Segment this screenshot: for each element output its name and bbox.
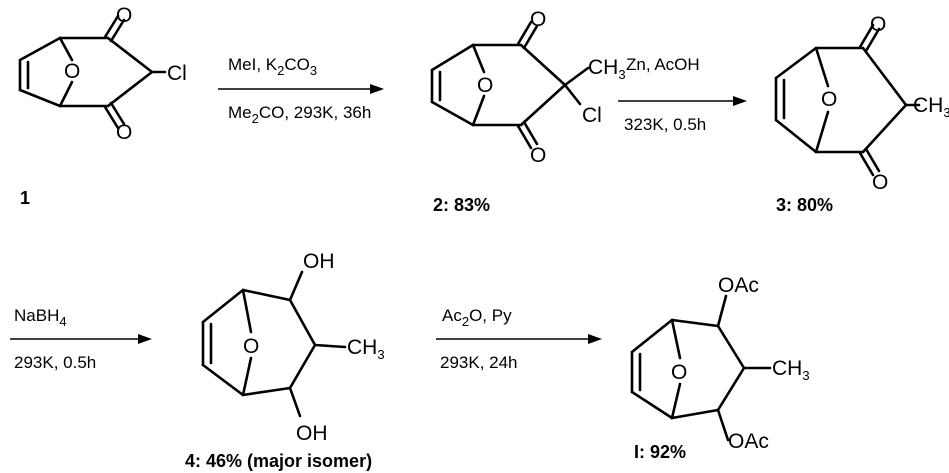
step-3-arrow-head (138, 334, 152, 344)
compound-1-carbonyl-oxygen-top: O (116, 4, 132, 27)
reaction-step-3: NaBH4 293K, 0.5h (10, 306, 152, 372)
compound-3-label: 3: 80% (776, 195, 833, 215)
compound-1-carbonyl-oxygen-bottom: O (116, 121, 132, 144)
compound-2-bridge-oxygen: O (477, 74, 493, 97)
step-4-arrow-head (588, 334, 602, 344)
compound-3-bridge-oxygen: O (821, 88, 837, 111)
step-2-reagents: Zn, AcOH (626, 55, 700, 74)
compound-3-bonds (774, 23, 921, 177)
compound-2-label: 2: 83% (433, 195, 490, 215)
reaction-step-1: MeI, K2CO3 Me2CO, 293K, 36h (218, 55, 384, 126)
compound-4-hydroxyl-top: OH (303, 250, 335, 273)
compound-I-bonds (630, 294, 772, 442)
compound-4: O OH OH CH3 4: 46% (major isomer) (185, 250, 385, 471)
compound-1-bridge-oxygen: O (64, 60, 80, 83)
compound-3-carbonyl-oxygen-top: O (870, 13, 886, 36)
compound-2-carbonyl-oxygen-top: O (530, 8, 546, 31)
step-2-arrow-head (733, 96, 747, 106)
reaction-step-4: Ac2O, Py 293K, 24h (436, 306, 602, 372)
step-4-reagents: Ac2O, Py (442, 306, 512, 329)
step-1-arrow-head (370, 84, 384, 94)
compound-2-methyl: CH3 (588, 56, 626, 82)
compound-2-bonds (430, 20, 590, 150)
step-1-reagents: MeI, K2CO3 (228, 55, 317, 78)
step-3-reagents: NaBH4 (14, 306, 67, 329)
compound-1-chlorine: Cl (167, 62, 187, 85)
compound-1-bonds (18, 14, 167, 130)
step-3-conditions: 293K, 0.5h (14, 353, 96, 372)
reaction-step-2: Zn, AcOH 323K, 0.5h (618, 55, 747, 134)
compound-4-bonds (201, 270, 347, 418)
compound-1-label: 1 (20, 188, 30, 208)
step-2-conditions: 323K, 0.5h (624, 115, 706, 134)
compound-I-acetate-bottom: OAc (728, 430, 769, 453)
compound-4-bridge-oxygen: O (243, 335, 259, 358)
compound-4-label: 4: 46% (major isomer) (185, 451, 372, 471)
compound-I: O OAc OAc CH3 I: 92% (630, 274, 810, 462)
compound-2-chlorine: Cl (582, 104, 602, 127)
compound-3-carbonyl-oxygen-bottom: O (872, 171, 888, 194)
compound-2: O O O CH3 Cl 2: 83% (430, 8, 626, 215)
step-4-conditions: 293K, 24h (440, 353, 518, 372)
compound-3-methyl: CH3 (913, 94, 949, 120)
compound-2-carbonyl-oxygen-bottom: O (530, 144, 546, 167)
compound-3: O O O CH3 3: 80% (774, 13, 949, 215)
compound-I-label: I: 92% (634, 442, 686, 462)
compound-4-methyl: CH3 (347, 336, 385, 362)
compound-I-bridge-oxygen: O (671, 361, 687, 384)
compound-4-hydroxyl-bottom: OH (296, 422, 328, 445)
compound-1: O O O Cl 1 (18, 4, 187, 208)
compound-I-methyl: CH3 (772, 357, 810, 383)
compound-I-acetate-top: OAc (718, 274, 759, 297)
step-1-conditions: Me2CO, 293K, 36h (228, 103, 371, 126)
